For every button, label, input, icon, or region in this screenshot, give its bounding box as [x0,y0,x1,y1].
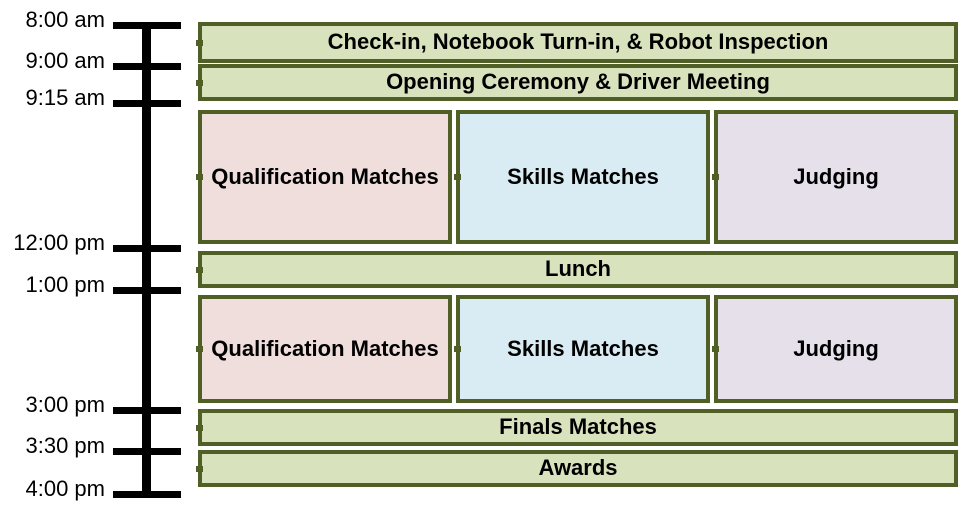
block-label-check-in: Check-in, Notebook Turn-in, & Robot Insp… [327,29,829,55]
connector-stub-icon [196,346,203,352]
time-label-2: 9:15 am [25,85,106,110]
time-label-4: 1:00 pm [25,272,106,297]
schedule-block-lunch[interactable]: Lunch [196,251,958,288]
block-label-finals-matches: Finals Matches [499,414,657,440]
connector-stub-icon [712,174,719,180]
schedule-block-check-in[interactable]: Check-in, Notebook Turn-in, & Robot Insp… [196,22,958,63]
time-label-5: 3:00 pm [25,392,106,417]
connector-stub-icon [196,79,203,86]
schedule-block-judging-afternoon[interactable]: Judging [712,295,958,403]
schedule-block-finals-matches[interactable]: Finals Matches [196,409,958,446]
connector-stub-icon [196,39,203,46]
connector-stub-icon [196,174,203,180]
schedule-block-judging-morning[interactable]: Judging [712,110,958,244]
schedule-block-qualification-matches-morning[interactable]: Qualification Matches [196,110,452,244]
connector-stub-icon [712,346,719,352]
connector-stub-icon [454,174,461,180]
time-label-1: 9:00 am [25,48,106,73]
block-label-skills-matches-morning: Skills Matches [507,163,659,189]
time-label-3: 12:00 pm [13,230,105,255]
block-label-qualification-matches-afternoon: Qualification Matches [211,335,439,361]
block-label-lunch: Lunch [545,256,611,282]
connector-stub-icon [196,465,203,472]
schedule-block-skills-matches-afternoon[interactable]: Skills Matches [454,295,710,403]
connector-stub-icon [196,424,203,431]
connector-stub-icon [454,346,461,352]
timeline-axis [142,22,151,492]
block-label-awards: Awards [538,455,618,481]
block-label-judging-morning: Judging [793,163,879,189]
schedule-block-opening-ceremony[interactable]: Opening Ceremony & Driver Meeting [196,64,958,101]
block-label-skills-matches-afternoon: Skills Matches [507,335,659,361]
time-label-0: 8:00 am [25,7,106,32]
schedule-block-skills-matches-morning[interactable]: Skills Matches [454,110,710,244]
time-label-6: 3:30 pm [25,433,106,458]
schedule-block-awards[interactable]: Awards [196,450,958,487]
connector-stub-icon [196,266,203,273]
block-label-qualification-matches-morning: Qualification Matches [211,163,439,189]
block-label-judging-afternoon: Judging [793,335,879,361]
time-label-7: 4:00 pm [25,476,106,501]
schedule-block-qualification-matches-afternoon[interactable]: Qualification Matches [196,295,452,403]
block-label-opening-ceremony: Opening Ceremony & Driver Meeting [386,69,770,95]
